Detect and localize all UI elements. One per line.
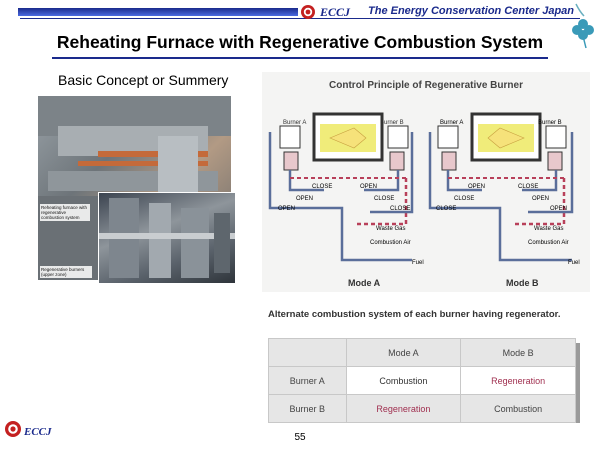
footer-brand: ECCJ (24, 426, 52, 438)
burner-b-label-b: Burner B (538, 120, 562, 126)
table-header-mode-a: Mode A (345, 338, 462, 367)
close-label-a3: CLOSE (390, 206, 411, 212)
diagram-title: Control Principle of Regenerative Burner (329, 80, 523, 91)
open-label-b3: OPEN (550, 206, 568, 212)
open-label-a1: OPEN (360, 184, 378, 190)
mode-a-diagram (268, 112, 414, 262)
legend-waste-gas-a: Waste Gas (376, 226, 406, 232)
page-title: Reheating Furnace with Regenerative Comb… (56, 32, 544, 52)
photo-caption-bottom: Regenerative burners (upper zone) (40, 266, 92, 278)
open-label-a2: OPEN (296, 196, 314, 202)
table-row-label: Burner B (268, 394, 347, 423)
open-label-b2: OPEN (532, 196, 550, 202)
close-label-b2: CLOSE (454, 196, 475, 202)
mode-table: Mode A Mode B Burner A Combustion Regene… (268, 338, 576, 423)
page-number: 55 (294, 432, 306, 443)
burner-b-label-a: Burner B (380, 120, 404, 126)
table-cell: Combustion (345, 366, 462, 395)
open-label-b1: OPEN (468, 184, 486, 190)
close-label-b3: CLOSE (436, 206, 457, 212)
table-cell: Regeneration (460, 366, 576, 395)
legend-waste-gas-b: Waste Gas (534, 226, 564, 232)
burner-photo (98, 192, 236, 284)
open-label-a3: OPEN (278, 206, 296, 212)
table-corner (268, 338, 347, 367)
header-bar (18, 8, 298, 16)
photo-caption-top: Reheating furnace with regenerative comb… (40, 204, 90, 221)
table-row: Burner A Combustion Regeneration (268, 366, 576, 395)
table-cell: Combustion (460, 394, 576, 423)
title-rule (52, 57, 548, 59)
mode-b-diagram (428, 112, 574, 262)
mode-b-label: Mode B (506, 278, 539, 288)
alternate-combustion-note: Alternate combustion system of each burn… (268, 309, 561, 320)
table-header-row: Mode A Mode B (268, 338, 576, 367)
close-label-a2: CLOSE (374, 196, 395, 202)
legend-combustion-air-a: Combustion Air (370, 240, 411, 246)
header-org: The Energy Conservation Center Japan (368, 5, 574, 17)
legend-fuel-a: Fuel (412, 260, 424, 266)
clover-icon (572, 3, 594, 49)
table-row: Burner B Regeneration Combustion (268, 394, 576, 423)
section-subtitle: Basic Concept or Summery (58, 72, 229, 88)
table-header-mode-b: Mode B (460, 338, 576, 367)
table-cell: Regeneration (345, 394, 462, 423)
close-label-b1: CLOSE (518, 184, 539, 190)
mode-a-label: Mode A (348, 278, 381, 288)
burner-a-label-b: Burner A (440, 120, 464, 126)
table-row-label: Burner A (268, 366, 347, 395)
header-brand: ECCJ (320, 5, 351, 19)
eccj-logo-icon (301, 5, 315, 19)
footer-eccj-logo-icon (5, 421, 21, 437)
close-label-a1: CLOSE (312, 184, 333, 190)
legend-fuel-b: Fuel (568, 260, 580, 266)
burner-a-label-a: Burner A (283, 120, 307, 126)
regenerative-burner-diagram (262, 72, 590, 292)
header-rule (20, 18, 580, 19)
legend-combustion-air-b: Combustion Air (528, 240, 569, 246)
